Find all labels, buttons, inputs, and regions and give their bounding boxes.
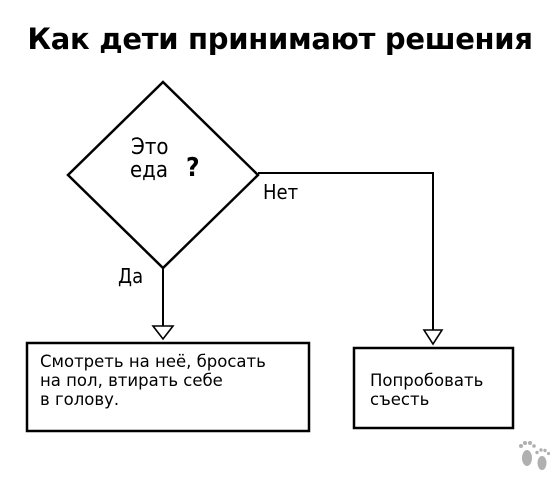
question-mark: ?: [186, 153, 200, 183]
yes-outcome-text: Смотреть на неё, бросать на пол, втирать…: [40, 352, 266, 409]
yes-outcome-box: [25, 341, 311, 433]
decision-text-line2: еда: [130, 158, 168, 183]
no-branch-connector: [258, 172, 434, 330]
yes-arrowhead: [151, 325, 175, 341]
no-outcome-text: Попробовать съесть: [370, 371, 484, 409]
no-branch-label: Нет: [263, 180, 299, 204]
footprints-icon: [519, 441, 551, 470]
decision-text-line1: Это: [131, 135, 169, 160]
page-title: Как дети принимают решения: [27, 22, 533, 56]
no-outcome-box: [352, 346, 515, 430]
no-arrowhead: [422, 329, 444, 346]
yes-branch-label: Да: [118, 264, 144, 288]
